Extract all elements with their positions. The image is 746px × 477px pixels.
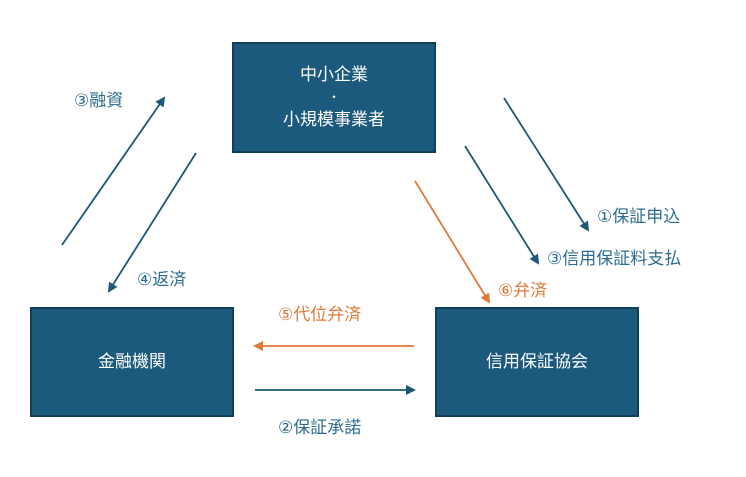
arrow-financing xyxy=(61,96,166,246)
arrow-reimbursement xyxy=(414,180,491,304)
arrow-guarantee-application xyxy=(503,97,590,232)
node-guarantee-label: 信用保証協会 xyxy=(486,351,588,372)
node-sme-separator: ・ xyxy=(327,89,340,104)
label-reimbursement: ⑥弁済 xyxy=(498,281,548,301)
node-sme: 中小企業 ・ 小規模事業者 xyxy=(232,42,436,153)
node-sme-line1: 中小企業 xyxy=(300,65,368,86)
label-repayment: ④返済 xyxy=(137,270,187,290)
arrow-repayment xyxy=(107,152,197,293)
label-guarantee-fee: ③信用保証料支払 xyxy=(547,249,682,269)
label-financing: ③融資 xyxy=(74,91,124,111)
node-guarantee: 信用保証協会 xyxy=(435,307,639,417)
node-sme-line2: 小規模事業者 xyxy=(283,109,385,130)
node-bank-label: 金融機関 xyxy=(98,351,166,372)
node-bank: 金融機関 xyxy=(30,307,234,417)
label-subrogation: ⑤代位弁済 xyxy=(278,305,362,325)
label-guarantee-approval: ②保証承諾 xyxy=(278,418,362,438)
arrow-guarantee-fee xyxy=(464,145,540,265)
label-guarantee-application: ①保証申込 xyxy=(597,207,681,227)
